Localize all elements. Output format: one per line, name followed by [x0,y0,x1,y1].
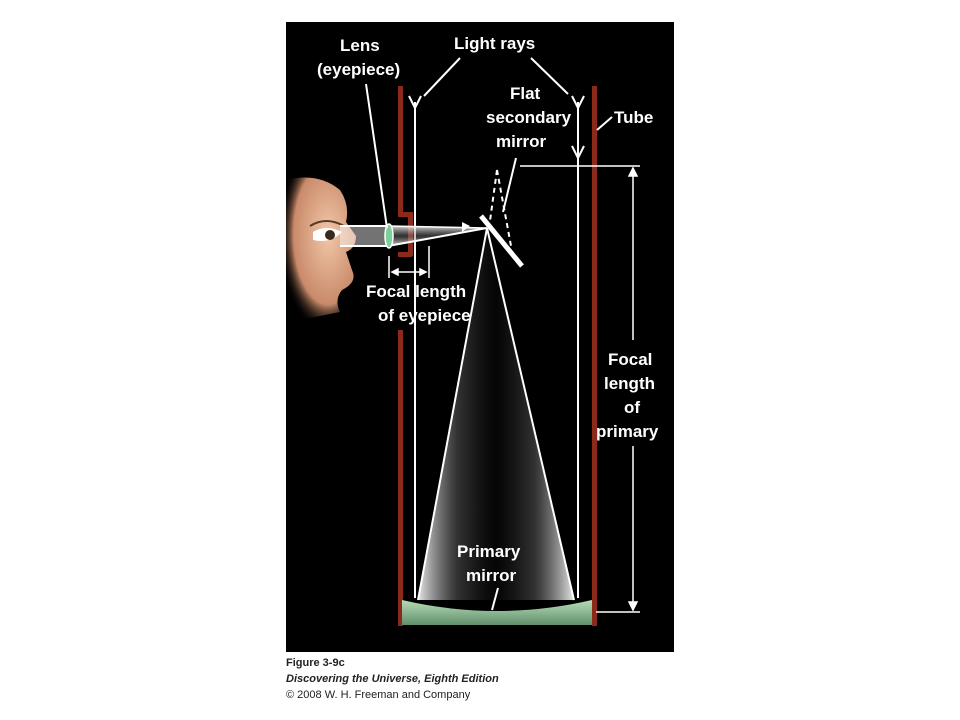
label-flat: Flat [510,84,541,103]
label-primary: Primary [457,542,521,561]
label-tube: Tube [614,108,654,127]
caption-copyright: © 2008 W. H. Freeman and Company [286,689,471,701]
telescope-figure: Lens (eyepiece) Light rays Flat secondar… [286,22,674,652]
label-focal-primary-4: primary [596,422,659,441]
reflected-beam [340,222,488,247]
label-secondary: secondary [486,108,572,127]
incoming-light-rays [408,95,585,598]
label-focal-length-eyepiece-1: Focal length [366,282,467,301]
eyepiece-lens [384,223,394,249]
eyepiece-focal-bracket [388,246,430,278]
label-focal-primary-1: Focal [608,350,653,369]
label-primary-mirror: mirror [466,566,517,585]
caption-figure: Figure 3-9c [286,657,345,669]
label-lens: Lens [340,36,380,55]
observer-face [286,177,356,320]
leader-lines [365,57,613,611]
label-focal-primary-3: of [624,398,641,417]
label-eyepiece: (eyepiece) [317,60,401,79]
primary-mirror [402,600,592,625]
primary-focal-bracket [520,165,640,613]
label-light-rays: Light rays [454,34,536,53]
label-focal-length-eyepiece-2: of eyepiece [378,306,471,325]
light-cone [418,228,574,600]
label-focal-primary-2: length [604,374,655,393]
caption-book: Discovering the Universe, Eighth Edition [286,673,499,685]
label-mirror: mirror [496,132,547,151]
newtonian-telescope-diagram [286,57,640,626]
